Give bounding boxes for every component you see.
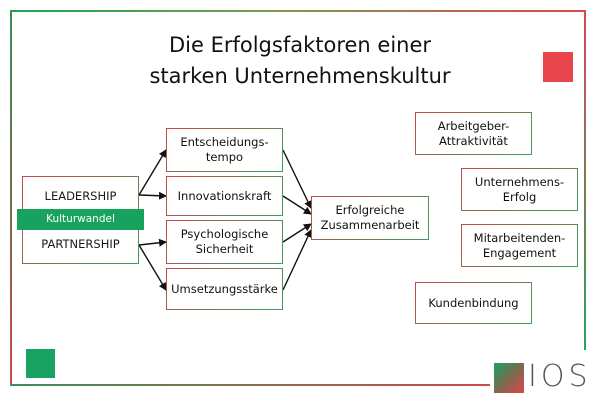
- arrow-factor-4-to-center: [282, 229, 312, 291]
- arrow-left-to-factor-4: [138, 244, 167, 291]
- frame-left-border: [10, 10, 12, 384]
- green-accent-square: [26, 349, 55, 378]
- frame-top-border: [10, 10, 586, 12]
- outcome-3-line-1: Mitarbeitenden-: [473, 230, 566, 245]
- kulturwandel-band: Kulturwandel: [17, 209, 144, 230]
- outcome-box-4: Kundenbindung: [415, 282, 532, 324]
- ios-logo-text: IOS: [528, 359, 592, 394]
- frame-bottom-border: [10, 384, 490, 386]
- arrow-left-to-factor-1: [138, 149, 167, 196]
- outcome-1-line-1: Arbeitgeber-: [437, 118, 510, 133]
- outcome-box-2: Unternehmens-Erfolg: [461, 168, 578, 211]
- factor-4-line-1: Umsetzungsstärke: [171, 281, 278, 296]
- title-line-2: starken Unternehmenskultur: [149, 64, 451, 88]
- outcome-box-1: Arbeitgeber-Attraktivität: [415, 112, 532, 155]
- factor-box-1: Entscheidungs-tempo: [166, 128, 283, 172]
- leadership-label: LEADERSHIP: [44, 189, 117, 203]
- outcome-4-line-1: Kundenbindung: [428, 295, 519, 310]
- outcome-1-line-2: Attraktivität: [439, 133, 508, 148]
- diagram-title: Die Erfolgsfaktoren einer starken Untern…: [80, 30, 520, 92]
- factor-box-4: Umsetzungsstärke: [166, 268, 283, 310]
- arrow-left-to-factor-3: [138, 238, 167, 247]
- red-accent-square: [543, 52, 573, 82]
- factor-3-line-2: Sicherheit: [195, 242, 254, 256]
- arrow-factor-2-to-center: [282, 195, 312, 215]
- factor-1-line-1: Entscheidungs-: [180, 135, 269, 149]
- arrow-factor-3-to-center: [282, 223, 312, 243]
- frame-right-border: [584, 10, 586, 350]
- outcome-box-3: Mitarbeitenden-Engagement: [461, 224, 578, 267]
- outcome-2-line-1: Unternehmens-: [474, 174, 565, 189]
- arrow-factor-1-to-center: [282, 149, 312, 209]
- ios-logo-mark: [494, 363, 524, 393]
- factor-box-2: Innovationskraft: [166, 176, 283, 216]
- factor-1-line-2: tempo: [205, 150, 244, 164]
- arrow-left-to-factor-2: [138, 191, 167, 200]
- center-line-1: Erfolgreiche: [335, 203, 405, 217]
- outcome-2-line-2: Erfolg: [502, 189, 537, 204]
- partnership-label: PARTNERSHIP: [41, 237, 120, 251]
- center-line-2: Zusammenarbeit: [320, 218, 420, 232]
- title-line-1: Die Erfolgsfaktoren einer: [168, 33, 432, 57]
- factor-2-line-1: Innovationskraft: [177, 188, 272, 203]
- factor-3-line-1: Psychologische: [180, 227, 269, 241]
- outcome-3-line-2: Engagement: [482, 245, 557, 260]
